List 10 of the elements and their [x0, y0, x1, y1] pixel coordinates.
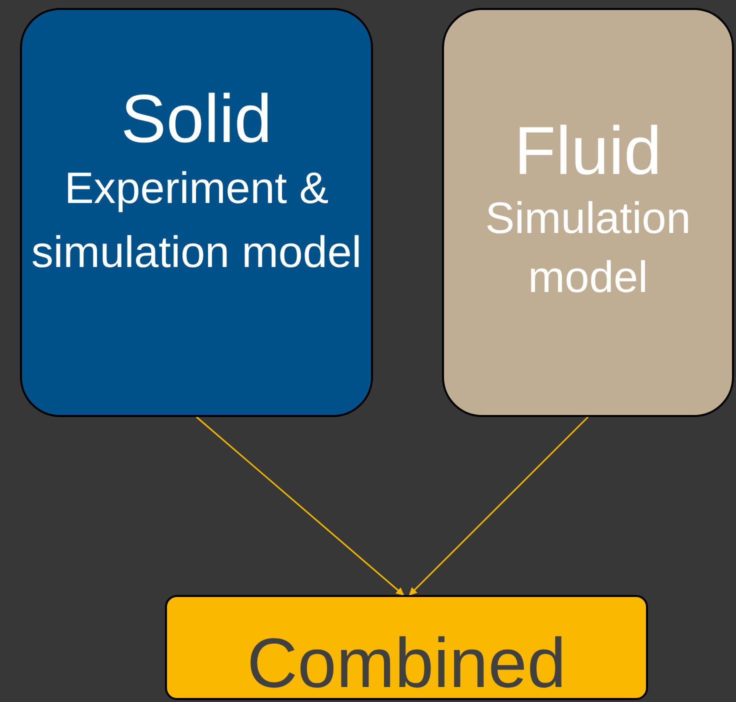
arrow — [196, 416, 404, 596]
rounded-box — [165, 595, 648, 700]
box-heading: Fluid — [513, 114, 663, 189]
box-heading: Combined — [246, 625, 568, 702]
arrow — [408, 416, 589, 596]
box-description: Experiment & simulation model — [30, 162, 363, 279]
box-heading: Solid — [120, 82, 274, 157]
rounded-box — [20, 8, 373, 417]
rounded-box — [442, 8, 734, 417]
box-description: Simulation model — [484, 192, 692, 304]
